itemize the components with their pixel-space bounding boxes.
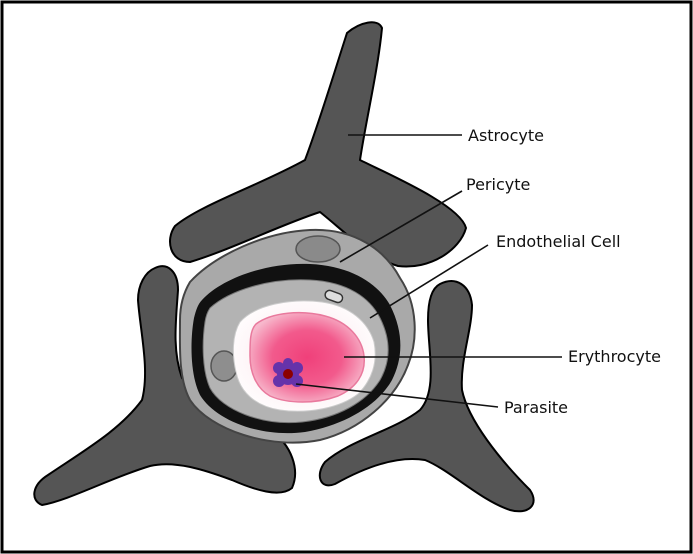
endothelial-cell-label: Endothelial Cell xyxy=(496,232,621,251)
pericyte-label: Pericyte xyxy=(466,175,530,194)
parasite-label: Parasite xyxy=(504,398,568,417)
astrocyte-label: Astrocyte xyxy=(468,126,544,145)
erythrocyte-label: Erythrocyte xyxy=(568,347,661,366)
pericyte-nucleus xyxy=(296,236,340,262)
parasite-core xyxy=(283,369,293,379)
parasite xyxy=(273,358,303,387)
